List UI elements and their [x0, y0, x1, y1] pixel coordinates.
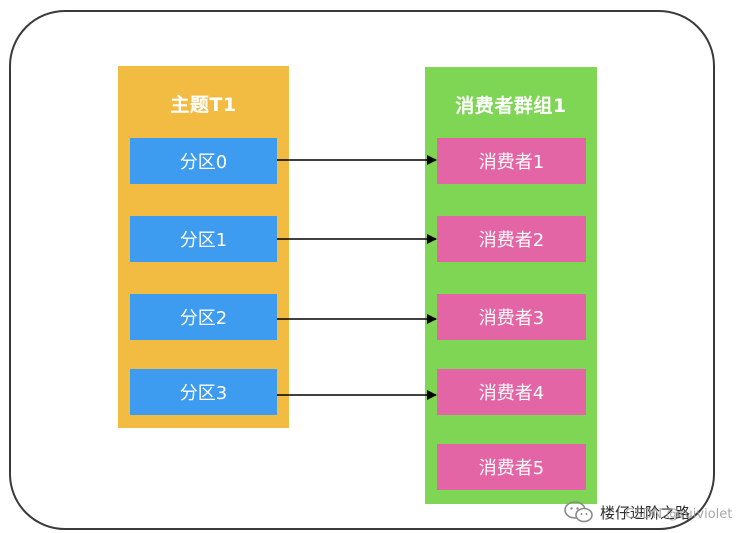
- partition-box: 分区0: [130, 138, 277, 184]
- consumer-box: 消费者3: [437, 294, 586, 340]
- consumer-box: 消费者5: [437, 444, 586, 490]
- watermark-sub-label: CSDN @ruiviolet: [625, 507, 733, 522]
- consumer-group-panel: 消费者群组1: [425, 67, 597, 504]
- diagram-frame: [9, 10, 715, 530]
- topic-title: 主题T1: [170, 94, 237, 116]
- partition-box: 分区3: [130, 369, 277, 415]
- consumer-box: 消费者1: [437, 138, 586, 184]
- watermark-label: 楼仔进阶之路: [600, 503, 691, 522]
- partition-box: 分区1: [130, 216, 277, 262]
- consumer-box: 消费者2: [437, 216, 586, 262]
- watermark: 楼仔进阶之路: [564, 499, 690, 525]
- consumer-group-title: 消费者群组1: [455, 95, 567, 117]
- consumer-box: 消费者4: [437, 369, 586, 415]
- partition-box: 分区2: [130, 294, 277, 340]
- wechat-icon: [564, 501, 594, 523]
